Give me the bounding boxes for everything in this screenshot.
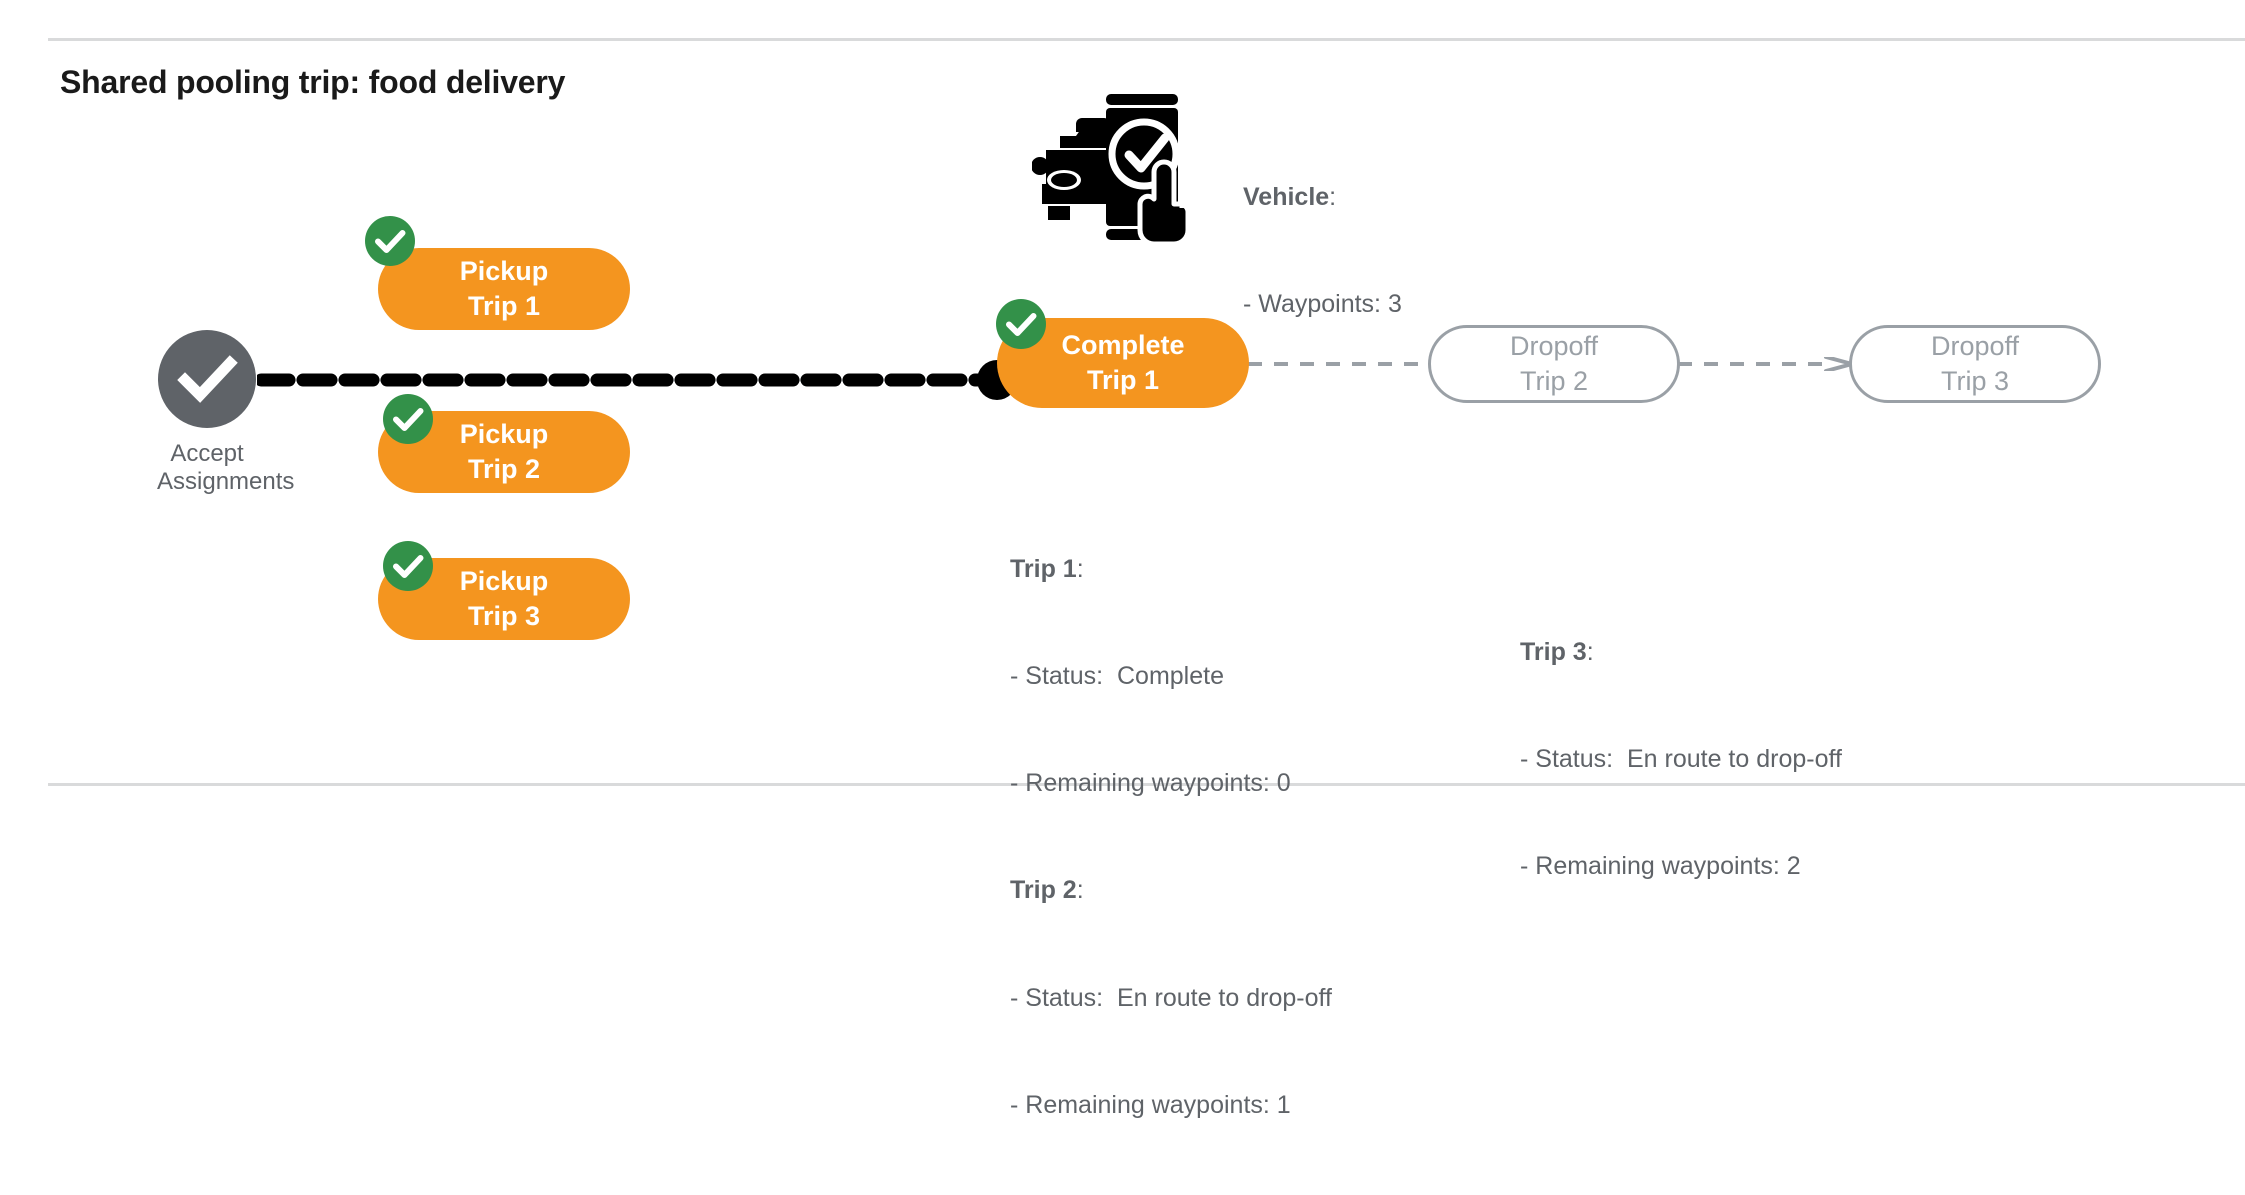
pickup-trip-2-check-icon bbox=[383, 394, 433, 444]
trip-3-note: Trip 3: - Status: En route to drop-off -… bbox=[1520, 563, 1842, 956]
pickup-trip-3-line2: Trip 3 bbox=[467, 601, 541, 631]
trip-3-waypoints: - Remaining waypoints: 2 bbox=[1520, 852, 1801, 880]
top-divider bbox=[48, 38, 2245, 41]
pickup-trip-3-node[interactable]: Pickup Trip 3 bbox=[378, 558, 630, 640]
trip-2-waypoints: - Remaining waypoints: 1 bbox=[1010, 1090, 1291, 1119]
pickup-trip-2-line2: Trip 2 bbox=[467, 454, 541, 484]
vehicle-note-colon: : bbox=[1329, 182, 1337, 211]
pending-connector-1 bbox=[1248, 357, 1432, 371]
trip-1-status: - Status: Complete bbox=[1010, 661, 1224, 690]
pickup-trip-1-check-icon bbox=[365, 216, 415, 266]
vehicle-note-heading: Vehicle bbox=[1243, 182, 1330, 211]
pickup-trip-2-line1: Pickup bbox=[459, 418, 549, 449]
vehicle-note-waypoints: - Waypoints: 3 bbox=[1243, 289, 1402, 318]
complete-trip-1-line1: Complete bbox=[1061, 329, 1185, 360]
page-title: Shared pooling trip: food delivery bbox=[60, 64, 566, 100]
pickup-trip-1-line1: Pickup bbox=[459, 255, 549, 286]
trip-1-heading: Trip 1 bbox=[1010, 554, 1077, 583]
dropoff-trip-3-node[interactable]: Dropoff Trip 3 bbox=[1849, 325, 2101, 403]
trip-1-2-note: Trip 1: - Status: Complete - Remaining w… bbox=[1010, 480, 1332, 1195]
dropoff-trip-2-line2: Trip 2 bbox=[1519, 366, 1588, 396]
trip-1-waypoints: - Remaining waypoints: 0 bbox=[1010, 769, 1291, 797]
pending-connector-2 bbox=[1678, 355, 1856, 373]
trip-2-heading: Trip 2 bbox=[1010, 876, 1077, 905]
accept-label-line1: Accept bbox=[170, 440, 244, 467]
pickup-trip-1-node[interactable]: Pickup Trip 1 bbox=[378, 248, 630, 330]
dropoff-trip-2-line1: Dropoff bbox=[1509, 330, 1599, 361]
trip-3-status: - Status: En route to drop-off bbox=[1520, 744, 1842, 773]
trip-3-heading: Trip 3 bbox=[1520, 637, 1587, 666]
vehicle-note: Vehicle: - Waypoints: 3 bbox=[1243, 108, 1402, 394]
check-circle-icon bbox=[158, 330, 256, 428]
accept-assignments-label: Accept Assignments bbox=[157, 440, 295, 497]
dropoff-trip-3-line1: Dropoff bbox=[1930, 330, 2020, 361]
trip-2-status: - Status: En route to drop-off bbox=[1010, 983, 1332, 1012]
dropoff-trip-2-node[interactable]: Dropoff Trip 2 bbox=[1428, 325, 1680, 403]
complete-trip-1-check-icon bbox=[996, 299, 1046, 349]
active-route-connector bbox=[254, 373, 1003, 387]
pickup-trip-3-check-icon bbox=[383, 541, 433, 591]
diagram-canvas: Shared pooling trip: food delivery Accep… bbox=[48, 38, 2245, 1119]
complete-trip-1-line2: Trip 1 bbox=[1086, 365, 1160, 395]
trip-1-colon: : bbox=[1076, 554, 1084, 583]
accept-assignments-node: Accept Assignments bbox=[157, 330, 295, 497]
dropoff-trip-3-line2: Trip 3 bbox=[1940, 366, 2009, 396]
trip-2-colon: : bbox=[1076, 876, 1084, 905]
pickup-trip-3-line1: Pickup bbox=[459, 565, 549, 596]
accept-label-line2: Assignments bbox=[157, 468, 295, 496]
car-phone-check-icon bbox=[1031, 88, 1192, 247]
pickup-trip-1-line2: Trip 1 bbox=[467, 291, 541, 321]
trip-3-colon: : bbox=[1586, 637, 1594, 666]
bottom-divider bbox=[48, 783, 2245, 786]
